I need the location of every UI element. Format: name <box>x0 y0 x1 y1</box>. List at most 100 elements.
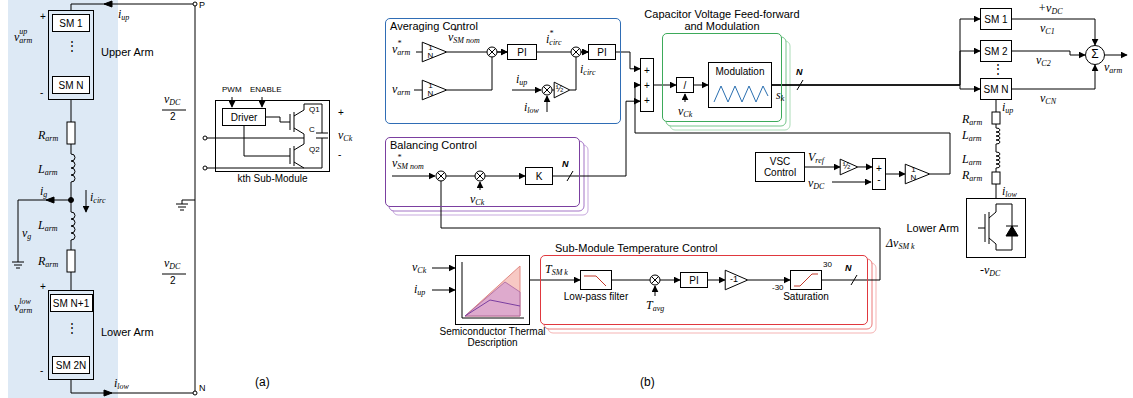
connector <box>805 167 840 168</box>
gain-triangle: ½ <box>554 82 570 98</box>
node-text: Lower Arm <box>906 222 959 234</box>
node-text: Capacitor Voltage Feed-forward and Modul… <box>635 8 810 32</box>
node-text: Driver <box>231 112 258 123</box>
text-label: ENABLE <box>250 86 282 94</box>
signal-subscript: SM nom <box>397 162 423 171</box>
signal-subscript: up <box>417 288 425 297</box>
signal-subscript: circ <box>93 196 105 205</box>
arm-box: Upper ArmSM 1SM N <box>48 10 94 100</box>
signal-subscript: low <box>1005 190 1017 199</box>
node-text: Semiconductor Thermal Description <box>438 326 548 348</box>
control-group: Sub-Module Temperature ControlLow-pass f… <box>540 255 868 325</box>
submodule-box: SM 1 <box>52 14 90 32</box>
signal-symbol: +v <box>1038 1 1051 16</box>
node-text: SM 2 <box>984 46 1007 57</box>
signal-subscript: arm <box>969 158 982 167</box>
signal-symbol: v <box>22 226 27 241</box>
signal-subscript: arm <box>19 36 32 45</box>
node-text: K <box>536 171 543 182</box>
node-text: Upper Arm <box>101 46 154 58</box>
text-label: ⋮ <box>66 322 78 334</box>
text-label: + <box>338 108 344 118</box>
signal-subscript: low <box>117 382 129 391</box>
signal-symbol: v <box>808 176 813 191</box>
text-label: PWM <box>222 86 242 94</box>
submodule-box: SM N <box>52 76 90 94</box>
control-group: Balancing ControlK <box>385 137 580 207</box>
signal-symbol: R <box>38 254 45 269</box>
signal-subscript: circ <box>583 68 595 77</box>
gain-triangle: 1 N <box>905 164 930 184</box>
signal-symbol: v <box>412 260 417 275</box>
signal-superscript: up <box>19 27 27 36</box>
signal-subscript: C2 <box>1041 59 1050 68</box>
text-label: N <box>199 384 206 393</box>
signal-symbol: L <box>962 128 969 143</box>
arm-circuit <box>12 1 197 396</box>
signal-subscript: SM k <box>552 268 568 277</box>
signal-symbol: i <box>516 72 519 87</box>
text-label: N <box>845 264 852 273</box>
signal-symbol: i <box>414 282 417 297</box>
node-text: SM 1 <box>984 14 1007 25</box>
signal-symbol: v <box>1040 91 1045 106</box>
signal-subscript: up <box>1005 106 1013 115</box>
submodule-box: SM 1 <box>980 8 1012 30</box>
text-label: + <box>40 282 46 292</box>
node-text: Modulation <box>709 66 771 77</box>
signal-symbol: v <box>164 256 169 271</box>
connector <box>553 101 640 176</box>
node-text: Σ <box>1091 48 1098 61</box>
text-label: Q1 <box>309 106 320 114</box>
connector <box>441 176 880 280</box>
submodule-box: SM N+1 <box>50 294 93 312</box>
connector <box>612 280 680 281</box>
connector <box>616 52 640 69</box>
signal-subscript: up <box>519 78 527 87</box>
signal-symbol: v <box>1040 21 1045 36</box>
signal-symbol: i <box>40 184 43 199</box>
text-label: 2 <box>170 276 176 286</box>
submodule-box: SM 2 <box>980 40 1012 62</box>
signal-symbol: L <box>962 152 969 167</box>
text-label: ⋮ <box>992 63 1004 75</box>
text-label: N <box>562 160 569 169</box>
signal-symbol: i <box>1002 100 1005 115</box>
text-label: C <box>309 126 315 134</box>
signal-symbol: v <box>678 104 683 119</box>
node-text: 1 N <box>910 166 917 182</box>
gain-triangle: 1 N <box>422 42 447 62</box>
node-text: PI <box>689 275 698 286</box>
signal-subscript: Ck <box>683 110 692 119</box>
node-text: PI <box>597 47 606 58</box>
text-label: + <box>40 12 46 22</box>
gain-triangle: ½ <box>840 159 858 175</box>
node-text: kth Sub-Module <box>237 173 307 184</box>
signal-subscript: DC <box>989 269 1000 278</box>
pi-block: PI <box>680 272 708 288</box>
submodule-box: SM N <box>980 78 1012 100</box>
signal-subscript: SM nom <box>453 36 479 45</box>
driver-box: Driver <box>222 108 266 126</box>
node-text: Balancing Control <box>390 139 477 151</box>
triangle-outline <box>905 164 930 184</box>
signal-subscript: arm <box>1109 66 1122 75</box>
signal-symbol: i <box>90 190 93 205</box>
pi-block: PI <box>507 44 537 60</box>
pi-block: PI <box>588 44 616 60</box>
text-label: - <box>338 150 341 160</box>
signal-subscript: Ck <box>475 198 484 207</box>
node-text: Saturation <box>783 291 829 302</box>
control-wiring <box>392 47 1127 318</box>
signal-subscript: ref <box>815 156 824 165</box>
signal-symbol: -v <box>980 263 989 278</box>
node-text: SM 2N <box>56 360 87 371</box>
signal-subscript: arm <box>45 168 58 177</box>
divider-block: / <box>676 77 694 93</box>
filter-block: Low-pass filter <box>580 270 612 290</box>
signal-symbol: V <box>808 150 815 165</box>
signal-subscript: low <box>527 106 539 115</box>
sum-block: + + + <box>640 58 654 112</box>
